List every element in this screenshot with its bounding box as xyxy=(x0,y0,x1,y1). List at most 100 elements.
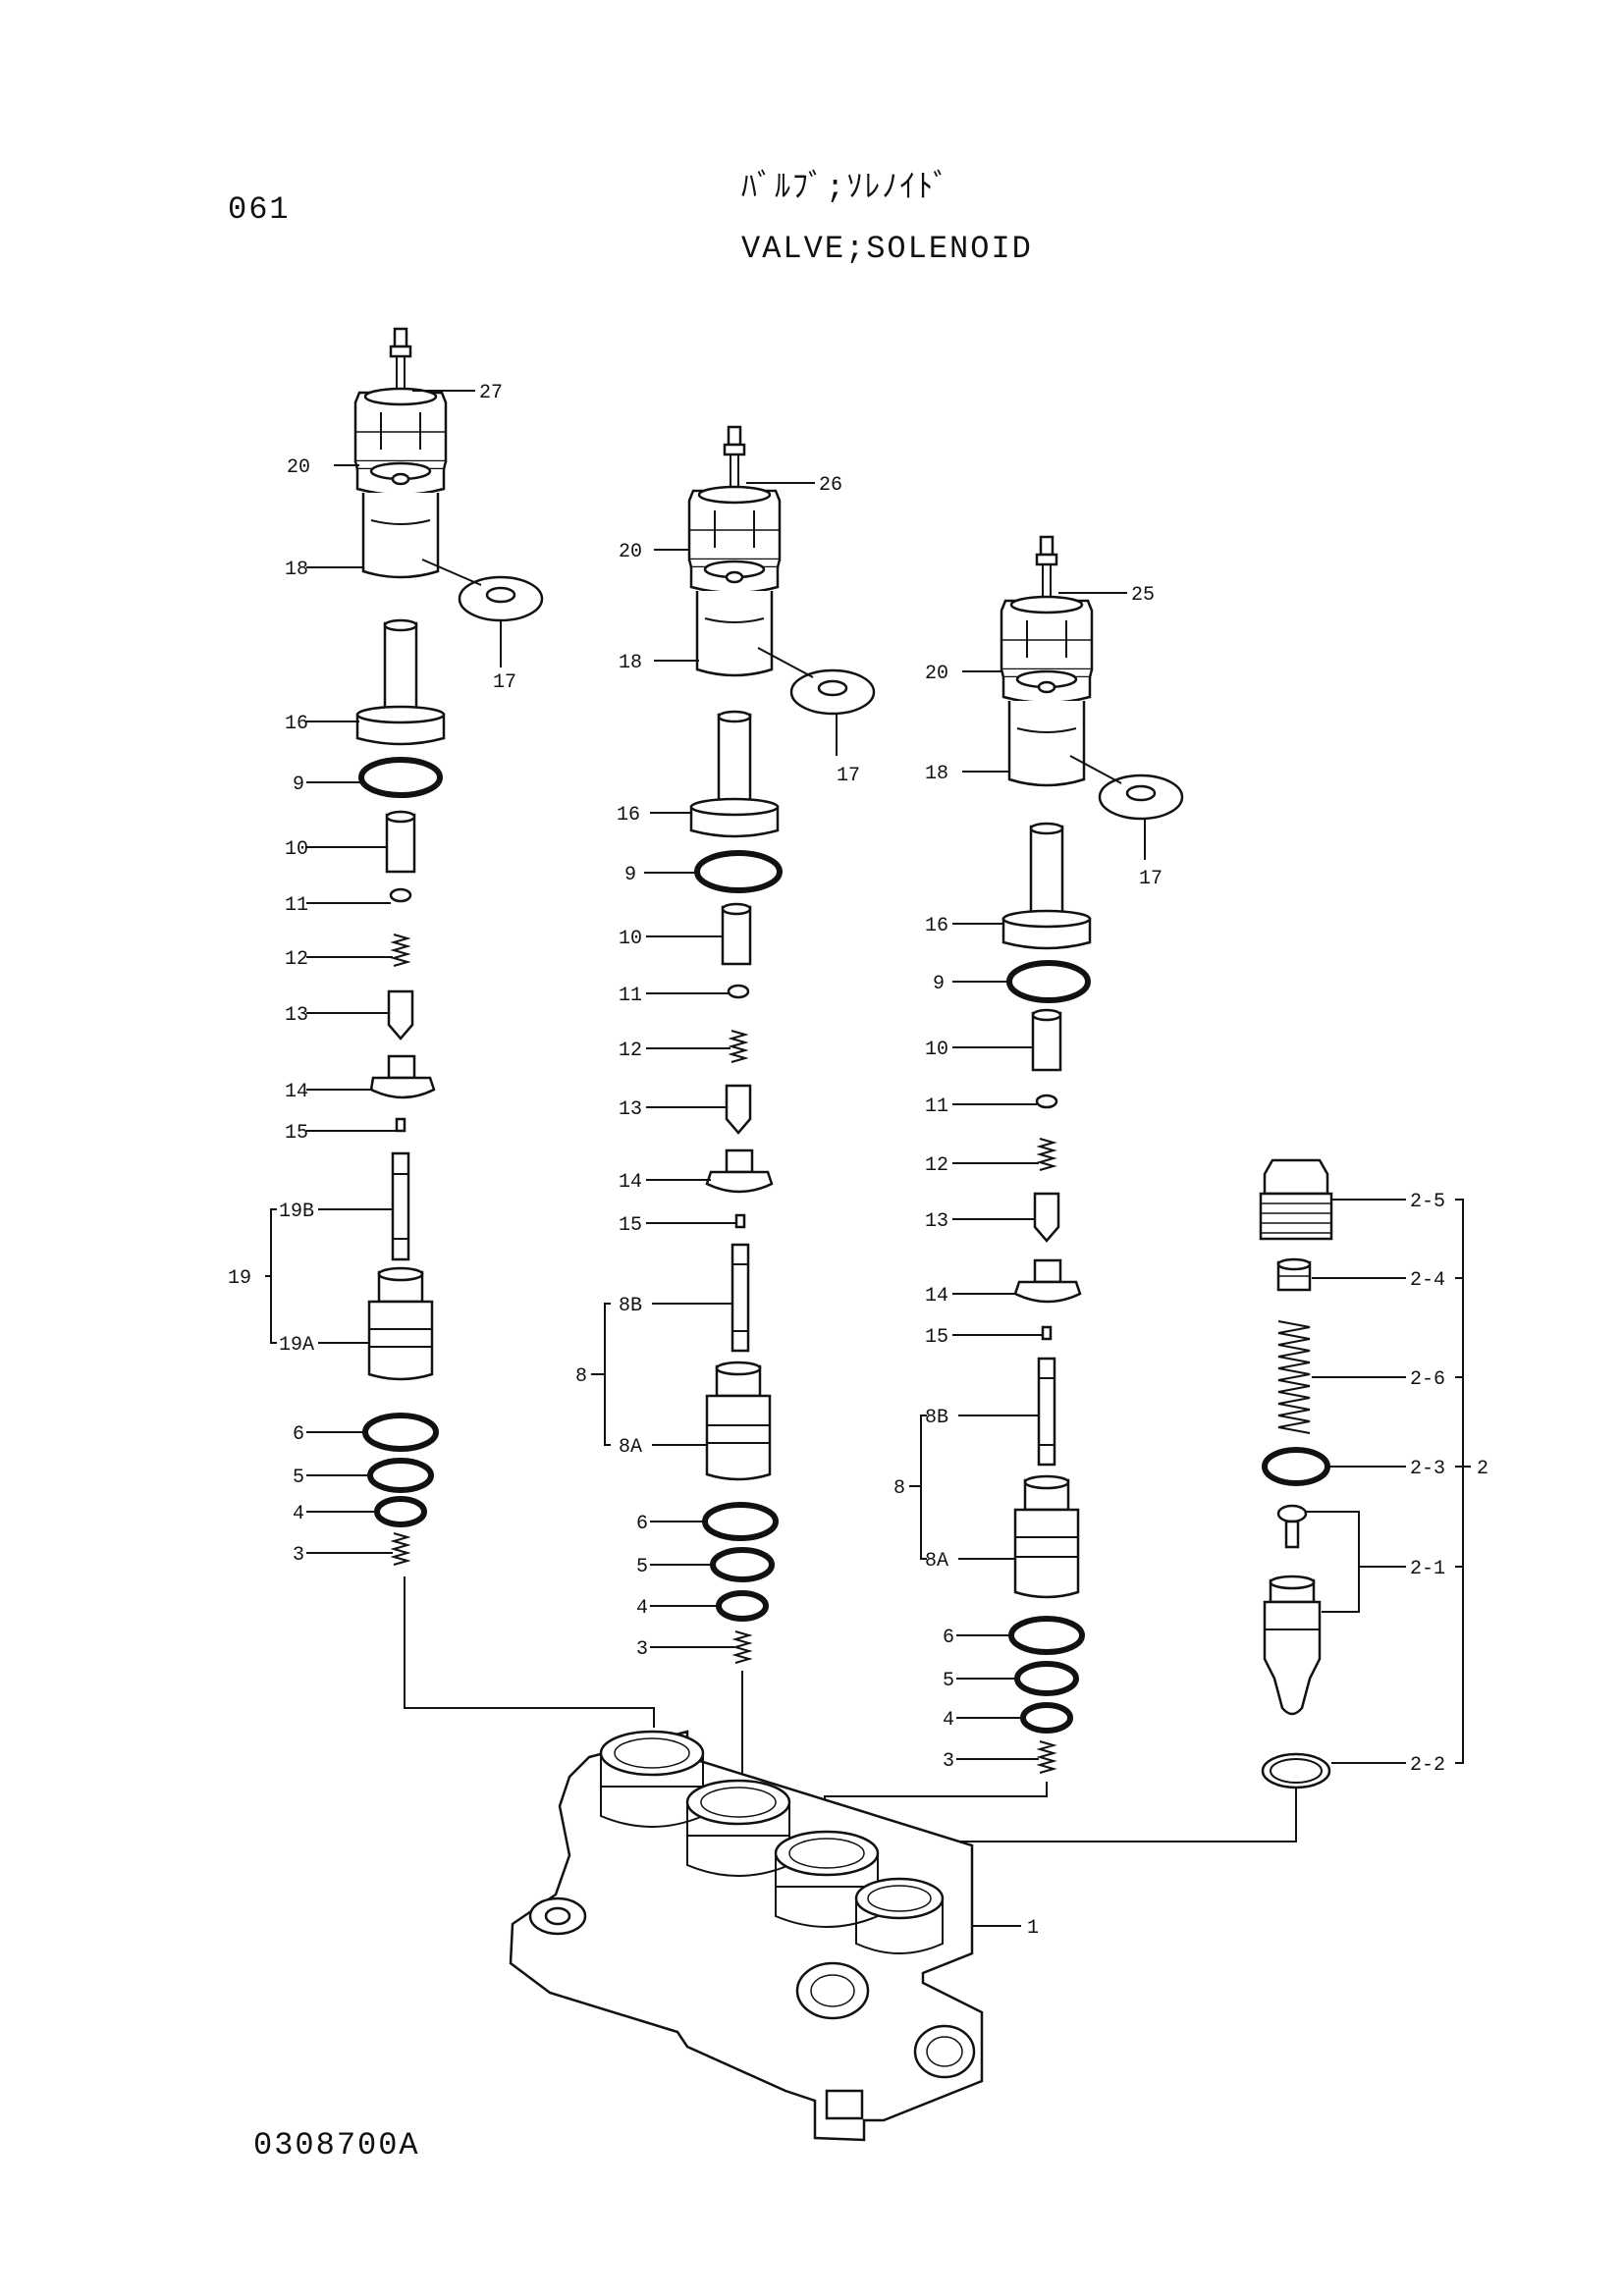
spring-12-c xyxy=(1039,1138,1055,1171)
callout-16-a: 16 xyxy=(285,713,308,735)
callout-5-b: 5 xyxy=(636,1556,648,1578)
callout-15-a: 15 xyxy=(285,1122,308,1145)
spring-12-a xyxy=(393,934,408,967)
callout-6-c: 6 xyxy=(943,1627,954,1649)
callout-10-a: 10 xyxy=(285,838,308,861)
o-ring-5-c xyxy=(1014,1661,1079,1696)
seat-14-a xyxy=(387,1054,416,1080)
poppet-13-c xyxy=(1033,1192,1060,1243)
solenoid-assembly-a: 27 20 18 17 16 9 10 11 12 13 14 15 19B 1… xyxy=(228,327,544,1567)
o-ring-4-c xyxy=(1020,1702,1073,1734)
callout-11-a: 11 xyxy=(285,894,308,917)
callout-9-b: 9 xyxy=(624,864,636,886)
callout-8A-c: 8A xyxy=(925,1550,948,1573)
callout-14-a: 14 xyxy=(285,1081,308,1103)
callout-6-b: 6 xyxy=(636,1513,648,1535)
o-ring-6-c xyxy=(1008,1616,1085,1655)
callout-8A-b: 8A xyxy=(619,1436,642,1459)
solenoid-assembly-c: 25 20 18 17 16 9 10 11 12 13 14 15 8B 8 … xyxy=(893,535,1184,1774)
o-ring-4-b xyxy=(716,1590,769,1622)
o-ring-9-b xyxy=(694,850,783,893)
callout-17-b: 17 xyxy=(837,765,860,787)
callout-4-b: 4 xyxy=(636,1597,648,1620)
callout-5-a: 5 xyxy=(293,1467,304,1489)
callout-9-a: 9 xyxy=(293,774,304,796)
callout-4-c: 4 xyxy=(943,1709,954,1732)
callout-12-a: 12 xyxy=(285,948,308,971)
callout-3-b: 3 xyxy=(636,1638,648,1661)
o-ring-4-a xyxy=(374,1496,427,1527)
spool-8B-c xyxy=(1037,1357,1056,1467)
port-d xyxy=(854,1877,945,1920)
callout-13-b: 13 xyxy=(619,1098,642,1121)
callout-2-1: 2-1 xyxy=(1410,1558,1445,1580)
callout-10-c: 10 xyxy=(925,1039,948,1061)
callout-18-c: 18 xyxy=(925,763,948,785)
callout-18-a: 18 xyxy=(285,559,308,581)
solenoid-coil-cap-c xyxy=(1000,535,1094,787)
spring-3-a xyxy=(393,1532,408,1566)
solenoid-assembly-b: 26 20 18 17 16 9 10 11 12 13 14 15 8B 8 … xyxy=(575,425,876,1664)
side-port-2 xyxy=(913,2024,976,2079)
callout-4-a: 4 xyxy=(293,1503,304,1525)
callout-13-a: 13 xyxy=(285,1004,308,1027)
callout-25-c: 25 xyxy=(1131,584,1155,607)
sleeve-16-b xyxy=(717,713,752,807)
sleeve-16-a xyxy=(383,621,418,716)
callout-16-c: 16 xyxy=(925,915,948,937)
spool-19B-a xyxy=(391,1151,410,1261)
pin-15-c xyxy=(1041,1325,1053,1341)
callout-2-4: 2-4 xyxy=(1410,1269,1445,1292)
callout-16-b: 16 xyxy=(617,804,640,827)
solenoid-coil-cap-a xyxy=(353,327,448,579)
spring-3-c xyxy=(1039,1740,1055,1774)
callout-9-c: 9 xyxy=(933,973,945,995)
callout-14-b: 14 xyxy=(619,1171,642,1194)
drawing-number: 0308700A xyxy=(253,2127,420,2163)
callout-2-6: 2-6 xyxy=(1410,1368,1445,1391)
o-ring-2-3 xyxy=(1262,1447,1330,1486)
pin-10-a xyxy=(385,813,416,874)
callout-12-c: 12 xyxy=(925,1154,948,1177)
callout-8B-c: 8B xyxy=(925,1407,948,1429)
seat-14-b xyxy=(725,1148,754,1174)
callout-19B-a: 19B xyxy=(279,1201,314,1223)
callout-20-a: 20 xyxy=(287,456,310,479)
o-ring-9-a xyxy=(358,757,443,798)
callout-26-b: 26 xyxy=(819,474,842,497)
washer-11-c xyxy=(1035,1094,1058,1109)
pin-15-a xyxy=(395,1117,406,1133)
callout-20-c: 20 xyxy=(925,663,948,685)
spring-12-b xyxy=(730,1030,746,1063)
callout-15-c: 15 xyxy=(925,1326,948,1349)
callout-2-2: 2-2 xyxy=(1410,1754,1445,1777)
check-valve-assembly-2: 2-5 2-4 2-6 2-3 2 2-1 2-2 xyxy=(1259,1158,1488,1789)
pin-10-c xyxy=(1031,1011,1062,1072)
valve-body-1 xyxy=(509,1730,984,2142)
spring-3-b xyxy=(734,1630,750,1664)
callout-19A-a: 19A xyxy=(279,1334,314,1357)
callout-3-a: 3 xyxy=(293,1544,304,1567)
callout-18-b: 18 xyxy=(619,652,642,674)
callout-14-c: 14 xyxy=(925,1285,948,1308)
poppet-13-a xyxy=(387,989,414,1041)
callout-8-b: 8 xyxy=(575,1365,587,1388)
callout-5-c: 5 xyxy=(943,1670,954,1692)
callout-27-a: 27 xyxy=(479,382,503,404)
callout-17-c: 17 xyxy=(1139,868,1163,890)
callout-1: 1 xyxy=(1027,1917,1039,1940)
spring-2-6 xyxy=(1277,1320,1311,1434)
pin-10-b xyxy=(721,905,752,966)
callout-6-a: 6 xyxy=(293,1423,304,1446)
callout-3-c: 3 xyxy=(943,1750,954,1773)
page-code: 061 xyxy=(228,191,291,228)
pin-15-b xyxy=(734,1213,746,1229)
solenoid-coil-cap-b xyxy=(687,425,782,677)
callout-17-a: 17 xyxy=(493,671,516,694)
poppet-2-1 xyxy=(1276,1504,1308,1523)
callout-12-b: 12 xyxy=(619,1040,642,1062)
callout-2: 2 xyxy=(1477,1458,1488,1480)
plug-2-5 xyxy=(1263,1158,1329,1196)
washer-11-b xyxy=(727,984,750,999)
